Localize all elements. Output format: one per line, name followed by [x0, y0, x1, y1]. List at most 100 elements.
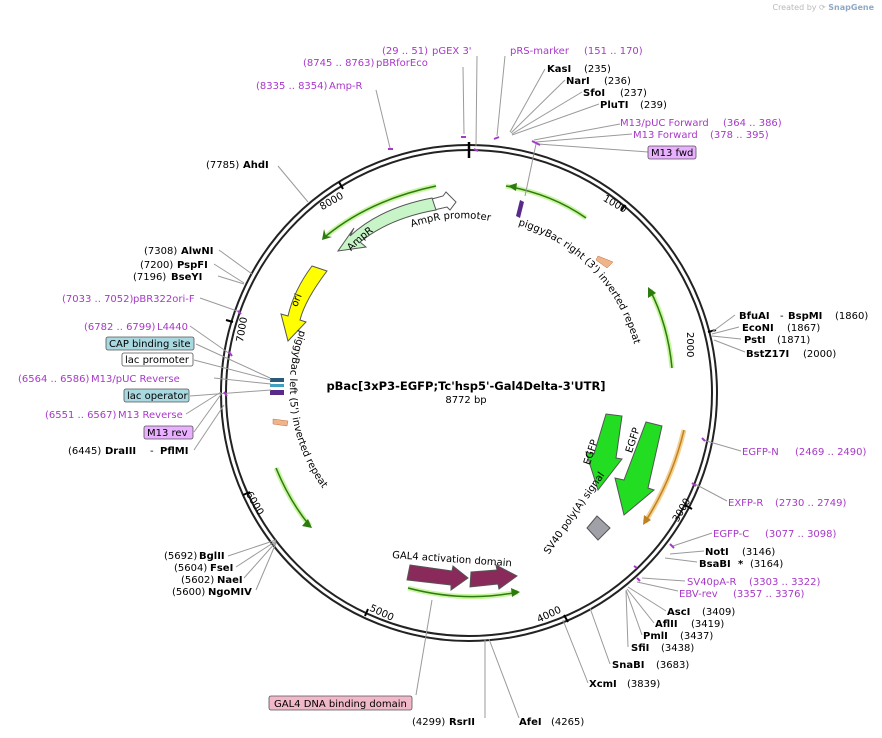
asci-pos: (3409): [702, 607, 735, 618]
naei-label: NaeI: [217, 575, 243, 586]
plasmid-name: pBac[3xP3-EGFP;Tc'hsp5'-Gal4Delta-3'UTR]: [326, 379, 605, 393]
draiii-label: DraIII: [105, 446, 136, 457]
ebv-rev-range: (3357 .. 3376): [733, 589, 805, 600]
bfuai-label: BfuAI: [739, 311, 770, 322]
noti-pos: (3146): [742, 547, 775, 558]
egfp-n-range: (2469 .. 2490): [795, 447, 867, 458]
econi-label: EcoNI: [742, 323, 774, 334]
egfp-arrow-2: [614, 421, 663, 516]
nari-pos: (236): [604, 76, 631, 87]
egfp-c-label: EGFP-C: [713, 529, 749, 540]
noti-label: NotI: [705, 547, 729, 558]
pspfi-pos: (7200): [140, 260, 173, 271]
m13puc-forward-label: M13/pUC Forward: [620, 118, 709, 129]
gal4-arc: [407, 587, 519, 598]
gal4-arc-head: [511, 588, 520, 597]
ngomiv-pos: (5600): [172, 587, 205, 598]
m13-forward-label: M13 Forward: [633, 130, 698, 141]
sfoi-label: SfoI: [583, 88, 605, 99]
psti-pos: (1871): [777, 335, 810, 346]
cap-binding-site-box: [105, 336, 195, 351]
tick-3000: [684, 504, 693, 510]
itr-arc-left-low-bg: [273, 467, 312, 528]
pmli-pos: (3437): [680, 631, 713, 642]
tick-marks: [225, 181, 717, 623]
l4440-label: L4440: [157, 322, 188, 333]
naei-pos: (5602): [181, 575, 214, 586]
itr-arc-left-top: [325, 185, 437, 237]
credit-prefix: Created by: [772, 3, 817, 12]
snabi-label: SnaBI: [612, 660, 644, 671]
credit-brand: SnapGene: [828, 3, 874, 12]
itr-arc-right-mid-bg: [647, 288, 675, 369]
tick-label-3000: 3000: [671, 497, 693, 525]
bseyi-pos: (7196): [133, 272, 166, 283]
ebv-rev-label: EBV-rev: [679, 589, 718, 600]
bfuai-sep: -: [780, 311, 784, 322]
site-labels: (29 .. 51) pGEX 3' (8745 .. 8763) pBRfor…: [18, 46, 868, 728]
plasmid-size: 8772 bp: [445, 395, 486, 406]
ngomiv-label: NgoMIV: [208, 587, 252, 598]
aflii-label: AflII: [655, 619, 678, 630]
orange-arc-head: [643, 515, 651, 525]
draiii-pos: (6445): [68, 446, 101, 457]
lac-operator-box: [123, 388, 190, 403]
snapgene-logo-icon: ⟳: [819, 3, 826, 12]
lac-region-bar-2: [270, 384, 284, 387]
itr-arc-left-top-head: [322, 229, 332, 240]
orange-feature-right: [595, 255, 614, 269]
alwni-label: AlwNI: [181, 246, 214, 257]
ampr-primer-label: Amp-R: [329, 81, 363, 92]
lac-promoter-box: [121, 352, 194, 367]
kasi-label: KasI: [547, 64, 571, 75]
afei-pos: (4265): [551, 717, 584, 728]
fsei-pos: (5604): [174, 563, 207, 574]
itr-arc-right-mid-head: [648, 287, 656, 298]
snabi-pos: (3683): [656, 660, 689, 671]
pbrforeco-label: pBRforEco: [376, 58, 428, 69]
cap-binding-site-label: CAP binding site: [109, 339, 191, 350]
alwni-pos: (7308): [144, 246, 177, 257]
tick-1000: [620, 204, 626, 212]
lac-promoter-label: lac promoter: [125, 355, 190, 366]
bspmi-label: BspMI: [788, 311, 822, 322]
egfp-n-label: EGFP-N: [742, 447, 779, 458]
draiii-sep: -: [150, 446, 154, 457]
exfp-r-range: (2730 .. 2749): [775, 498, 847, 509]
bsabi-star: *: [738, 559, 744, 570]
bfuai-pos: (1860): [835, 311, 868, 322]
itr-left-label: piggyBac left (5') inverted repeat: [287, 329, 330, 490]
pgex3-label: pGEX 3': [432, 46, 472, 57]
gal4-ad-arrow-1: [406, 564, 469, 591]
pspfi-label: PspFI: [177, 260, 208, 271]
m13puc-forward-range: (364 .. 386): [723, 118, 782, 129]
tick-5000: [364, 608, 369, 617]
tick-8000: [338, 181, 344, 190]
kasi-pos: (235): [584, 64, 611, 75]
prs-marker-range: (151 .. 170): [584, 46, 643, 57]
aflii-pos: (3419): [691, 619, 724, 630]
xcmi-label: XcmI: [589, 679, 617, 690]
pbr322ori-f-label: pBR322ori-F: [133, 294, 195, 305]
sfii-label: SfiI: [631, 643, 649, 654]
gal4-ad-arrow-2: [469, 564, 518, 590]
bseyi-label: BseYI: [171, 272, 202, 283]
l4440-range: (6782 .. 6799): [84, 322, 156, 333]
tick-label-2000: 2000: [684, 332, 695, 357]
ori-label: ori: [290, 292, 305, 308]
m13-rev-box: [143, 425, 194, 440]
orange-feature-left: [272, 418, 289, 427]
egfp-arrow-1: [585, 413, 623, 492]
nari-label: NarI: [566, 76, 590, 87]
ampr-primer-range: (8335 .. 8354): [256, 81, 328, 92]
bglii-label: BglII: [199, 551, 225, 562]
snapgene-credit: Created by ⟳ SnapGene: [772, 3, 874, 12]
tick-6000: [242, 491, 251, 496]
rsrii-pos: (4299): [412, 717, 445, 728]
itr-arc-right-top-head: [508, 183, 517, 191]
tick-label-7000: 7000: [235, 316, 250, 343]
m13-reverse-range: (6551 .. 6567): [45, 410, 117, 421]
lac-operator-label: lac operator: [127, 391, 188, 402]
fsei-label: FseI: [210, 563, 233, 574]
